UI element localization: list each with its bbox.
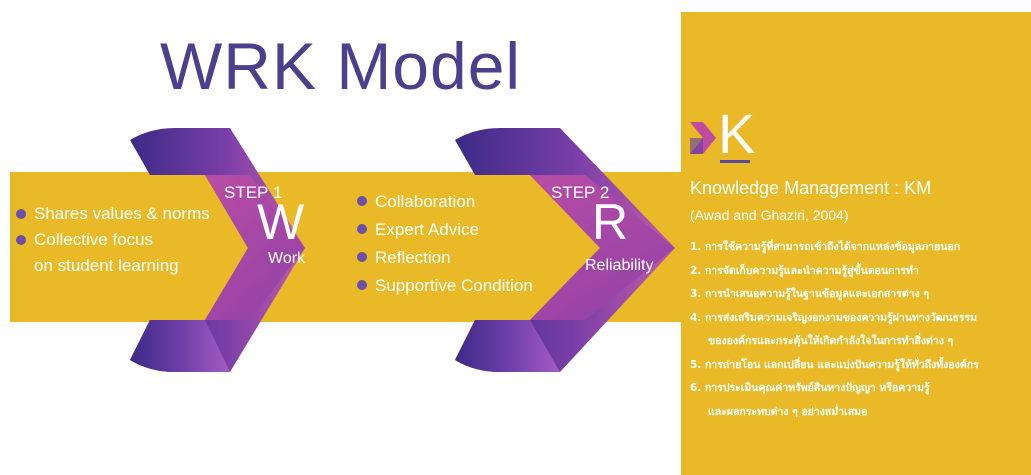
list-item: 5. การถ่ายโอน แลกเปลี่ยน และแบ่งปันความร… <box>690 358 979 371</box>
step1-name: Work <box>268 250 306 267</box>
km-citation: (Awad and Ghaziri, 2004) <box>690 207 849 223</box>
k-underline <box>720 160 750 163</box>
chevron-r <box>455 128 675 372</box>
reliability-list: Collaboration Expert Advice Reflection S… <box>355 188 533 300</box>
chevron-w <box>130 128 305 372</box>
km-list: 1. การใช้ความรู้ที่สามารถเข้าถึงได้จากแห… <box>690 236 1030 424</box>
list-item: 4. การส่งเสริมความเจริญงอกงามของความรู้ผ… <box>690 311 978 324</box>
step2-name: Reliability <box>585 257 654 274</box>
k-letter: K <box>718 102 756 165</box>
list-item: Collective focus <box>14 227 210 253</box>
step2-letter: R <box>592 194 629 250</box>
list-item: 6. การประเมินคุณค่าทรัพย์สินทางปัญญา หรื… <box>690 382 930 394</box>
list-item: และผลกระทบต่าง ๆ อย่างสม่ำเสมอ <box>708 405 868 418</box>
list-item: 3. การนำเสนอความรู้ในฐานข้อมูลและเอกสารต… <box>690 288 929 300</box>
km-title: Knowledge Management : KM <box>690 178 932 198</box>
step2-label: STEP 2 <box>551 183 610 202</box>
list-item: ขององค์กรและกระตุ้นให้เกิดกำลังใจในการทำ… <box>708 335 954 347</box>
list-item: Supportive Condition <box>355 272 533 300</box>
step1-label: STEP 1 <box>224 183 283 202</box>
step1-letter: W <box>257 194 305 250</box>
k-chevron-icon <box>690 122 716 154</box>
list-item: 2. การจัดเก็บความรู้และนำความรู้สู่ขั้นต… <box>690 264 919 277</box>
page-title: WRK Model <box>160 29 522 103</box>
list-item: 1. การใช้ความรู้ที่สามารถเข้าถึงได้จากแห… <box>690 241 961 253</box>
list-item: Expert Advice <box>355 216 533 244</box>
work-list: Shares values & norms Collective focus o… <box>14 201 210 279</box>
list-item: on student learning <box>34 256 179 275</box>
list-item: Reflection <box>355 244 533 272</box>
list-item: Shares values & norms <box>14 201 210 227</box>
list-item: Collaboration <box>355 188 533 216</box>
knowledge-panel <box>681 12 1031 475</box>
